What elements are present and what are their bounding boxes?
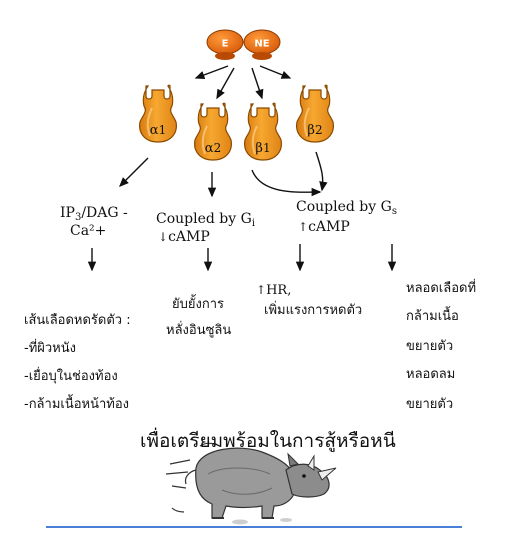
effect-vasoconstriction-item: -กล้ามเนื้อหน้าท้อง [24, 397, 130, 412]
pathway-arrows [119, 151, 328, 198]
effect-insulin-line1: ยับยั้งการ [172, 297, 224, 312]
receptor-beta2 [296, 84, 334, 143]
receptor-beta1 [244, 102, 282, 161]
pathway-gi-camp: ↓cAMP [158, 229, 210, 245]
pathway-ip3-dag: IP3/DAG - [60, 205, 128, 223]
pathway-gs-camp: ↑cAMP [298, 219, 350, 235]
receptor-beta1-label: β1 [255, 141, 271, 156]
effect-insulin-line2: หลั่งอินซูลิน [166, 323, 232, 338]
effect-bronchodilation-line: หลอดลม [406, 367, 456, 382]
effect-bronchodilation-line: ขยายตัว [406, 397, 454, 412]
binding-arrows [194, 65, 292, 100]
bottom-divider [46, 526, 462, 528]
headline-fight-or-flight: เพื่อเตรียมพร้อมในการสู้หรือหนี [140, 430, 396, 452]
receptor-alpha1-label: α1 [149, 123, 167, 138]
pathway-gi: Coupled by Gi [156, 211, 256, 229]
effect-vasodilation-line: ขยายตัว [406, 339, 454, 354]
effect-arrows [87, 244, 397, 272]
receptor-alpha1 [139, 84, 177, 143]
ligand-ne-label: NE [254, 39, 269, 50]
rhinoceros-icon [165, 442, 337, 525]
pathway-calcium: Ca²+ [70, 223, 107, 239]
effect-vasoconstriction-item: -ที่ผิวหนัง [24, 341, 76, 356]
effect-vasodilation-line: หลอดเลือดที่ [406, 281, 477, 296]
effect-heart-contractility: เพิ่มแรงการหดตัว [264, 303, 363, 318]
ligand-ne: NE [243, 29, 281, 60]
pathway-gs: Coupled by Gs [296, 199, 397, 217]
receptor-alpha2 [194, 102, 232, 161]
ligand-e: E [206, 29, 244, 60]
receptor-alpha2-label: α2 [204, 141, 222, 156]
effect-vasodilation-line: กล้ามเนื้อ [406, 309, 459, 324]
effect-vasoconstriction-title: เส้นเลือดหดรัดตัว : [24, 313, 131, 328]
receptor-beta2-label: β2 [307, 123, 323, 138]
effect-vasoconstriction-item: -เยื่อบุในช่องท้อง [24, 369, 118, 384]
ligand-e-label: E [222, 39, 229, 50]
effect-heart-rate: ↑HR, [256, 283, 292, 298]
